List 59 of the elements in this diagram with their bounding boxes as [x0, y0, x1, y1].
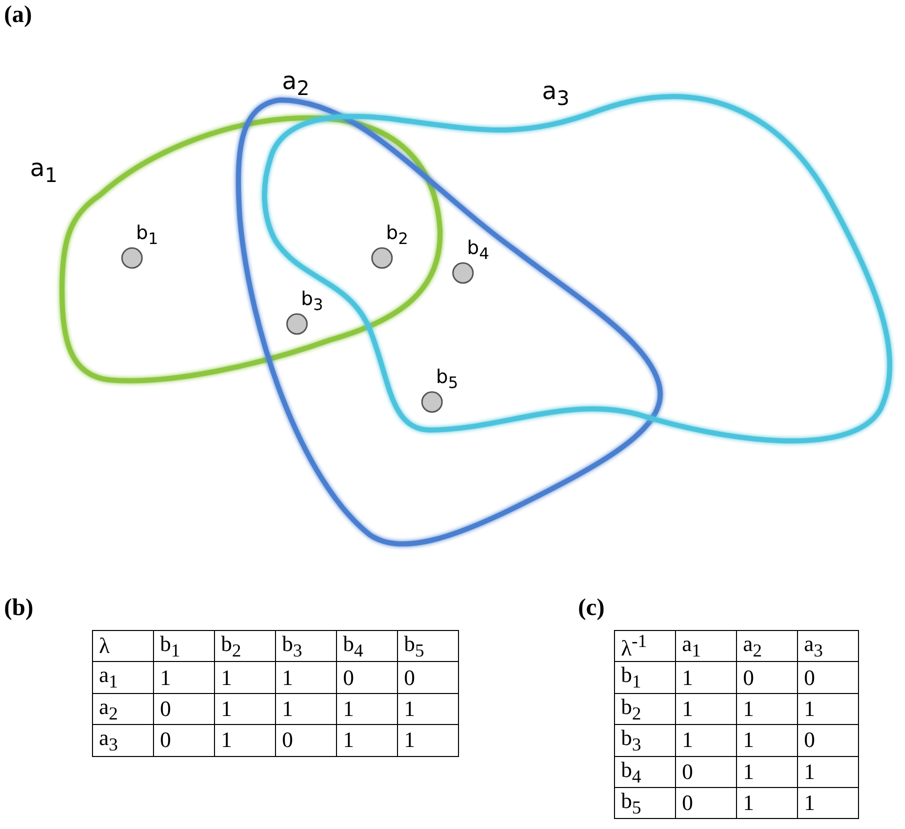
point-label: b$_{2}$ [386, 222, 408, 250]
table-cell: a$_{2}$ [92, 693, 154, 725]
table-cell: 0 [398, 662, 458, 694]
table-cell: 0 [736, 662, 798, 694]
table-cell: 1 [336, 693, 398, 725]
point-label: b$_{5}$ [436, 366, 458, 394]
table-cell: a$_{1}$ [92, 662, 154, 694]
table-cell: 1 [336, 724, 398, 756]
set-label: a$_{2}$ [282, 68, 310, 101]
table-cell: 1 [798, 787, 858, 819]
table-cell: 0 [154, 724, 214, 756]
table-cell: a$_{3}$ [798, 630, 858, 662]
table-cell: 0 [676, 756, 736, 788]
table-cell: 1 [398, 724, 458, 756]
table-cell: 0 [676, 787, 736, 819]
panel-label: (a) [4, 2, 32, 29]
table-cell: 1 [214, 693, 276, 725]
table-cell: b$_{5}$ [614, 787, 676, 819]
table-cell: 0 [798, 662, 858, 694]
table-cell: λ [92, 630, 154, 662]
table-cell: 1 [276, 662, 336, 694]
table-cell: 0 [336, 662, 398, 694]
set-label: a$_{3}$ [542, 78, 570, 111]
table-cell: 1 [398, 693, 458, 725]
table-cell: 1 [676, 693, 736, 725]
table-cell: b$_{1}$ [614, 662, 676, 694]
table-cell: b$_{4}$ [336, 630, 398, 662]
set-label: a$_{1}$ [30, 155, 58, 188]
table-cell: 1 [798, 756, 858, 788]
table-cell: 1 [676, 662, 736, 694]
table-cell: 1 [736, 756, 798, 788]
table-cell: a$_{3}$ [92, 724, 154, 756]
point-label: b$_{1}$ [136, 222, 158, 250]
table-cell: b$_{2}$ [214, 630, 276, 662]
table-cell: 1 [736, 787, 798, 819]
table-cell: b$_{2}$ [614, 693, 676, 725]
table-cell: b$_{3}$ [276, 630, 336, 662]
table-cell: 0 [798, 724, 858, 756]
table-cell: b$_{5}$ [398, 630, 458, 662]
table-cell: 0 [276, 724, 336, 756]
table-cell: b$_{4}$ [614, 756, 676, 788]
point-label: b$_{4}$ [467, 237, 490, 265]
table-cell: 1 [214, 662, 276, 694]
table-cell: λ$^{-1}$ [614, 630, 676, 662]
table-cell: 1 [736, 693, 798, 725]
table-cell: b$_{3}$ [614, 724, 676, 756]
table-cell: 1 [676, 724, 736, 756]
table-cell: b$_{1}$ [154, 630, 214, 662]
table-cell: 1 [798, 693, 858, 725]
panel-label: (b) [4, 595, 34, 622]
table-cell: 0 [154, 693, 214, 725]
panel-label: (c) [578, 595, 605, 622]
table-cell: 1 [154, 662, 214, 694]
table-cell: a$_{2}$ [736, 630, 798, 662]
table-cell: 1 [736, 724, 798, 756]
table-cell: a$_{1}$ [676, 630, 736, 662]
point-label: b$_{3}$ [301, 288, 324, 316]
table-cell: 1 [276, 693, 336, 725]
table-cell: 1 [214, 724, 276, 756]
